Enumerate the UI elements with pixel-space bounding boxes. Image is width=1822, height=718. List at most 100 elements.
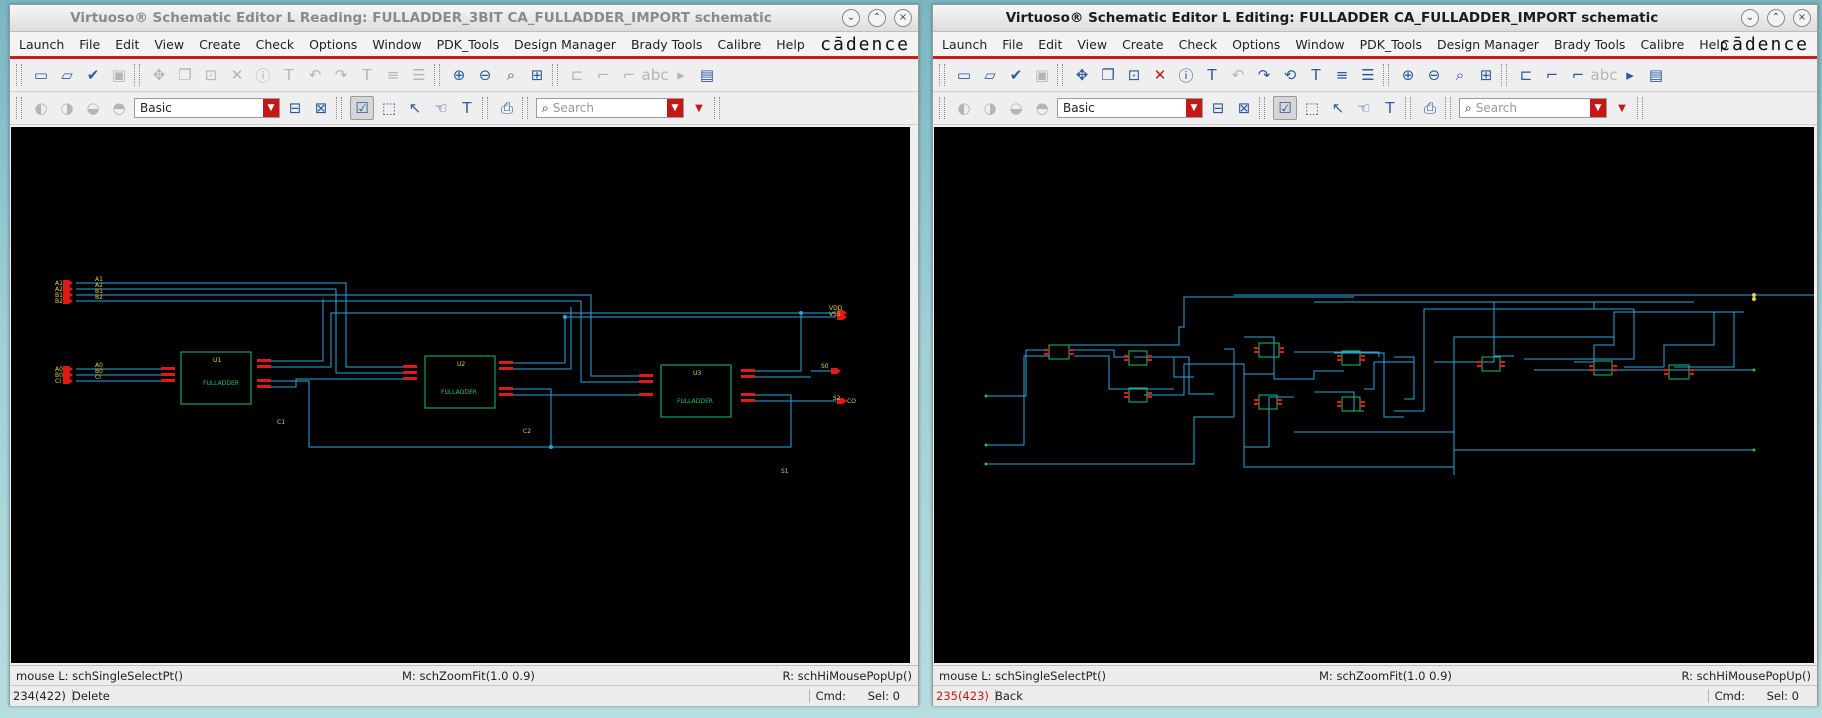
minimize-icon[interactable]: ⌄ xyxy=(842,9,860,27)
select-text-icon[interactable]: T xyxy=(1385,99,1395,117)
instance-icon[interactable]: ⊏ xyxy=(570,66,584,84)
check-save-icon[interactable]: ✔ xyxy=(86,66,100,84)
open-folder-icon[interactable]: ▱ xyxy=(984,66,996,84)
select-area-icon[interactable]: ⬚ xyxy=(1304,99,1320,117)
select-pointer-icon[interactable]: ↖ xyxy=(1331,99,1345,117)
distribute-icon[interactable]: ☰ xyxy=(412,66,426,84)
zoom-box-icon[interactable]: ⊞ xyxy=(530,66,544,84)
move-icon[interactable]: ✥ xyxy=(152,66,166,84)
chevron-down-icon[interactable]: ▼ xyxy=(1186,99,1202,117)
menu-file[interactable]: File xyxy=(79,37,101,52)
workspace-select[interactable]: Basic ▼ xyxy=(134,98,280,118)
select-hand-icon[interactable]: ☜ xyxy=(434,99,448,117)
instance-u2[interactable]: U2 FULLADDER xyxy=(403,355,513,409)
menu-check[interactable]: Check xyxy=(1178,37,1218,52)
chevron-down-icon[interactable]: ▼ xyxy=(263,99,279,117)
copy-icon[interactable]: ❐ xyxy=(1101,66,1115,84)
close-icon[interactable]: × xyxy=(894,9,912,27)
title-bar[interactable]: Virtuoso® Schematic Editor L Editing: FU… xyxy=(933,5,1817,32)
menu-edit[interactable]: Edit xyxy=(1038,37,1063,52)
workspace-save-icon[interactable]: ⊟ xyxy=(1211,99,1225,117)
menu-edit[interactable]: Edit xyxy=(115,37,140,52)
align-icon[interactable]: ≡ xyxy=(1335,66,1349,84)
zoom-out-icon[interactable]: ⊖ xyxy=(1427,66,1441,84)
top-icon[interactable]: ◒ xyxy=(86,99,100,117)
top-icon[interactable]: ◒ xyxy=(1009,99,1023,117)
menu-help[interactable]: Help xyxy=(776,37,805,52)
notes-icon[interactable]: ▤ xyxy=(699,66,715,84)
search-field[interactable]: ⌕ Search ▼ xyxy=(1459,98,1607,118)
notes-icon[interactable]: ▤ xyxy=(1648,66,1664,84)
filter-icon[interactable]: ⎙ xyxy=(500,99,513,117)
menu-create[interactable]: Create xyxy=(1122,37,1164,52)
workspace-select[interactable]: Basic ▼ xyxy=(1057,98,1203,118)
select-pointer-icon[interactable]: ↖ xyxy=(408,99,422,117)
select-text-icon[interactable]: T xyxy=(462,99,472,117)
search-field[interactable]: ⌕ Search ▼ xyxy=(536,98,684,118)
zoom-fit-icon[interactable]: ⌕ xyxy=(506,66,516,84)
move-icon[interactable]: ✥ xyxy=(1075,66,1089,84)
new-file-icon[interactable]: ▭ xyxy=(33,66,49,84)
undo-icon[interactable]: ↶ xyxy=(1231,66,1245,84)
open-folder-icon[interactable]: ▱ xyxy=(61,66,73,84)
menu-create[interactable]: Create xyxy=(199,37,241,52)
stretch-icon[interactable]: ⊡ xyxy=(204,66,218,84)
save-icon[interactable]: ▣ xyxy=(1034,66,1050,84)
delete-icon[interactable]: ✕ xyxy=(1153,66,1167,84)
label-icon[interactable]: T xyxy=(1207,66,1217,84)
menu-launch[interactable]: Launch xyxy=(942,37,988,52)
stretch-icon[interactable]: ⊡ xyxy=(1127,66,1141,84)
menu-pdk-tools[interactable]: PDK_Tools xyxy=(436,37,500,52)
menu-design-manager[interactable]: Design Manager xyxy=(1437,37,1539,52)
menu-options[interactable]: Options xyxy=(309,37,358,52)
workspace-save-icon[interactable]: ⊟ xyxy=(288,99,302,117)
label-icon[interactable]: T xyxy=(284,66,294,84)
align-icon[interactable]: ≡ xyxy=(386,66,400,84)
text-icon[interactable]: T xyxy=(1311,66,1321,84)
forward-icon[interactable]: ◑ xyxy=(60,99,74,117)
menu-check[interactable]: Check xyxy=(255,37,295,52)
distribute-icon[interactable]: ☰ xyxy=(1361,66,1375,84)
copy-icon[interactable]: ❐ xyxy=(178,66,192,84)
undo-icon[interactable]: ↶ xyxy=(308,66,322,84)
text-icon[interactable]: T xyxy=(362,66,372,84)
instance-u3[interactable]: U3 FULLADDER xyxy=(639,364,755,418)
stop-icon[interactable]: ◓ xyxy=(1035,99,1049,117)
redo-icon[interactable]: ↷ xyxy=(1257,66,1271,84)
menu-brady-tools[interactable]: Brady Tools xyxy=(630,37,703,52)
menu-brady-tools[interactable]: Brady Tools xyxy=(1553,37,1626,52)
menu-view[interactable]: View xyxy=(1077,37,1108,52)
wire-name-icon[interactable]: abc xyxy=(641,66,669,84)
wire-name-icon[interactable]: abc xyxy=(1590,66,1618,84)
pin-icon[interactable]: ▸ xyxy=(1626,66,1634,84)
menu-help[interactable]: Help xyxy=(1699,37,1728,52)
new-file-icon[interactable]: ▭ xyxy=(956,66,972,84)
chevron-down-icon[interactable]: ▼ xyxy=(667,99,683,117)
workspace-delete-icon[interactable]: ⊠ xyxy=(314,99,328,117)
schematic-canvas[interactable] xyxy=(934,127,1814,663)
menu-view[interactable]: View xyxy=(154,37,185,52)
maximize-icon[interactable]: ⌃ xyxy=(868,9,886,27)
save-icon[interactable]: ▣ xyxy=(111,66,127,84)
menu-calibre[interactable]: Calibre xyxy=(717,37,762,52)
menu-window[interactable]: Window xyxy=(372,37,422,52)
zoom-out-icon[interactable]: ⊖ xyxy=(478,66,492,84)
wire-wide-icon[interactable]: ⌐ xyxy=(622,66,636,84)
forward-icon[interactable]: ◑ xyxy=(983,99,997,117)
filter-icon[interactable]: ⎙ xyxy=(1423,99,1436,117)
select-toggle-icon[interactable]: ☑ xyxy=(1273,96,1297,120)
search-options-icon[interactable]: ▼ xyxy=(695,102,703,114)
minimize-icon[interactable]: ⌄ xyxy=(1741,9,1759,27)
zoom-fit-icon[interactable]: ⌕ xyxy=(1455,66,1465,84)
properties-icon[interactable]: ⓘ xyxy=(1178,66,1194,85)
wire-icon[interactable]: ⌐ xyxy=(1545,66,1559,84)
select-hand-icon[interactable]: ☜ xyxy=(1357,99,1371,117)
close-icon[interactable]: × xyxy=(1793,9,1811,27)
workspace-delete-icon[interactable]: ⊠ xyxy=(1237,99,1251,117)
schematic-canvas[interactable]: A1 A2 B1 B2 A0 B0 CI A1 A2 B1 B2 A0 B0 C… xyxy=(11,127,910,663)
redo-icon[interactable]: ↷ xyxy=(334,66,348,84)
instance-u1[interactable]: U1 FULLADDER xyxy=(161,351,271,405)
menu-calibre[interactable]: Calibre xyxy=(1640,37,1685,52)
back-icon[interactable]: ◐ xyxy=(957,99,971,117)
search-options-icon[interactable]: ▼ xyxy=(1618,102,1626,114)
